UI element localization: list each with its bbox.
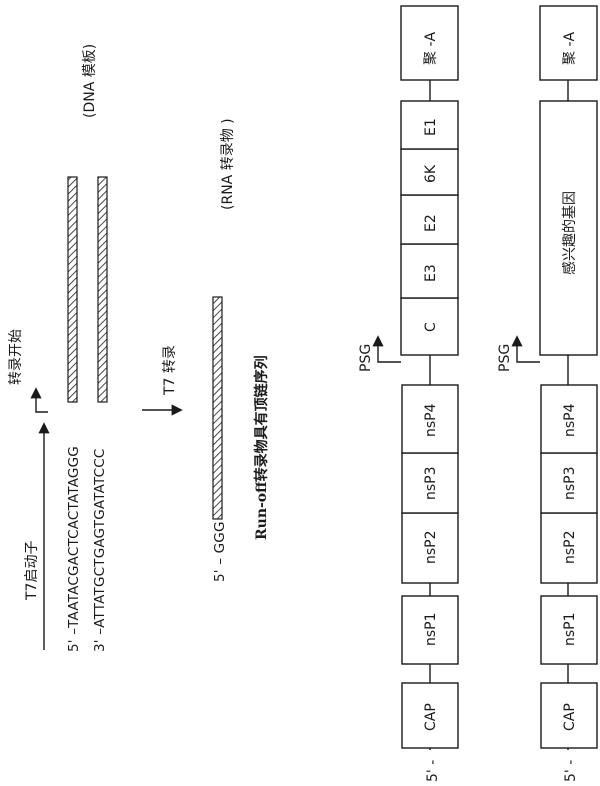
box-6k-label: 6K — [423, 164, 439, 183]
box-nsp4-label: nsP4 — [423, 403, 439, 437]
box-e1-label: E1 — [423, 118, 439, 136]
box-e3 — [400, 243, 459, 299]
box-nsp1 — [401, 595, 459, 665]
dna-bottom-strand: 3' –ATTATGCTGAGTGATATCCC — [92, 448, 108, 652]
dna-template-bar-bottom — [97, 176, 108, 403]
box-e1 — [400, 100, 459, 150]
dna-template-bar-top — [67, 176, 78, 403]
box-cap-b — [540, 682, 598, 749]
rna-five-prime-ggg: 5' – GGG — [212, 521, 228, 582]
construct-a-five-prime: 5' - — [425, 760, 441, 782]
box-poly-a-b — [539, 5, 598, 81]
box-cap — [401, 682, 459, 749]
box-nsp3-b-label: nsP3 — [562, 466, 578, 500]
t7-transcription-label: T7 转录 — [162, 345, 178, 396]
box-6k — [400, 148, 459, 196]
transcription-start-label: 转录开始 — [8, 329, 24, 385]
box-nsp4-b — [540, 384, 598, 454]
rna-transcript-bar — [212, 296, 223, 520]
t7-promoter-label: T7启动子 — [24, 541, 40, 601]
transcription-start-arrow — [30, 387, 48, 413]
psg-label-b: PSG — [497, 344, 513, 372]
box-gene-of-interest — [539, 100, 598, 356]
box-cap-label: CAP — [423, 703, 439, 731]
dna-top-strand: 5' –TAATACGACTCACTATAGGG — [66, 446, 82, 652]
t7-transcription-panel: T7启动子 转录开始 5' –TAATACGACTCACTATAGGG 3' –… — [8, 44, 270, 652]
psg-arrow-a — [372, 335, 401, 363]
runoff-caption: Run-off转录物具有顶链序列 — [253, 355, 270, 540]
box-nsp2-b-label: nsP2 — [562, 530, 578, 564]
box-nsp2-label: nsP2 — [423, 530, 439, 564]
box-nsp4-b-label: nsP4 — [562, 403, 578, 437]
box-poly-a — [400, 5, 459, 81]
box-nsp3 — [401, 452, 459, 514]
box-e2-label: E2 — [423, 214, 439, 232]
box-nsp1-label: nsP1 — [423, 612, 439, 646]
dna-template-label: (DNA 模板) — [82, 44, 98, 118]
construct-a: 5' - CAP nsP1 nsP2 nsP3 nsP4 PSG C E3 E2… — [358, 5, 459, 782]
construct-b: 5' - CAP nsP1 nsP2 nsP3 nsP4 PSG 感兴趣的基因 … — [497, 5, 598, 782]
box-poly-a-label: 聚 -A — [423, 31, 439, 65]
box-nsp1-b — [540, 595, 598, 665]
box-nsp4 — [401, 384, 459, 454]
rna-transcript-label: (RNA 转录物 ) — [220, 118, 236, 210]
box-cap-b-label: CAP — [562, 703, 578, 731]
box-nsp2 — [401, 512, 459, 584]
box-gene-of-interest-label: 感兴趣的基因 — [561, 191, 578, 275]
box-nsp3-b — [540, 452, 598, 514]
box-nsp3-label: nsP3 — [423, 466, 439, 500]
box-nsp1-b-label: nsP1 — [562, 612, 578, 646]
box-e2 — [400, 194, 459, 245]
box-c — [400, 297, 459, 356]
box-poly-a-b-label: 聚 -A — [562, 31, 578, 65]
box-e3-label: E3 — [423, 264, 439, 282]
psg-label-a: PSG — [358, 344, 374, 372]
psg-arrow-b — [511, 335, 540, 363]
construct-b-five-prime: 5' - — [563, 760, 579, 782]
box-c-label: C — [423, 322, 439, 332]
